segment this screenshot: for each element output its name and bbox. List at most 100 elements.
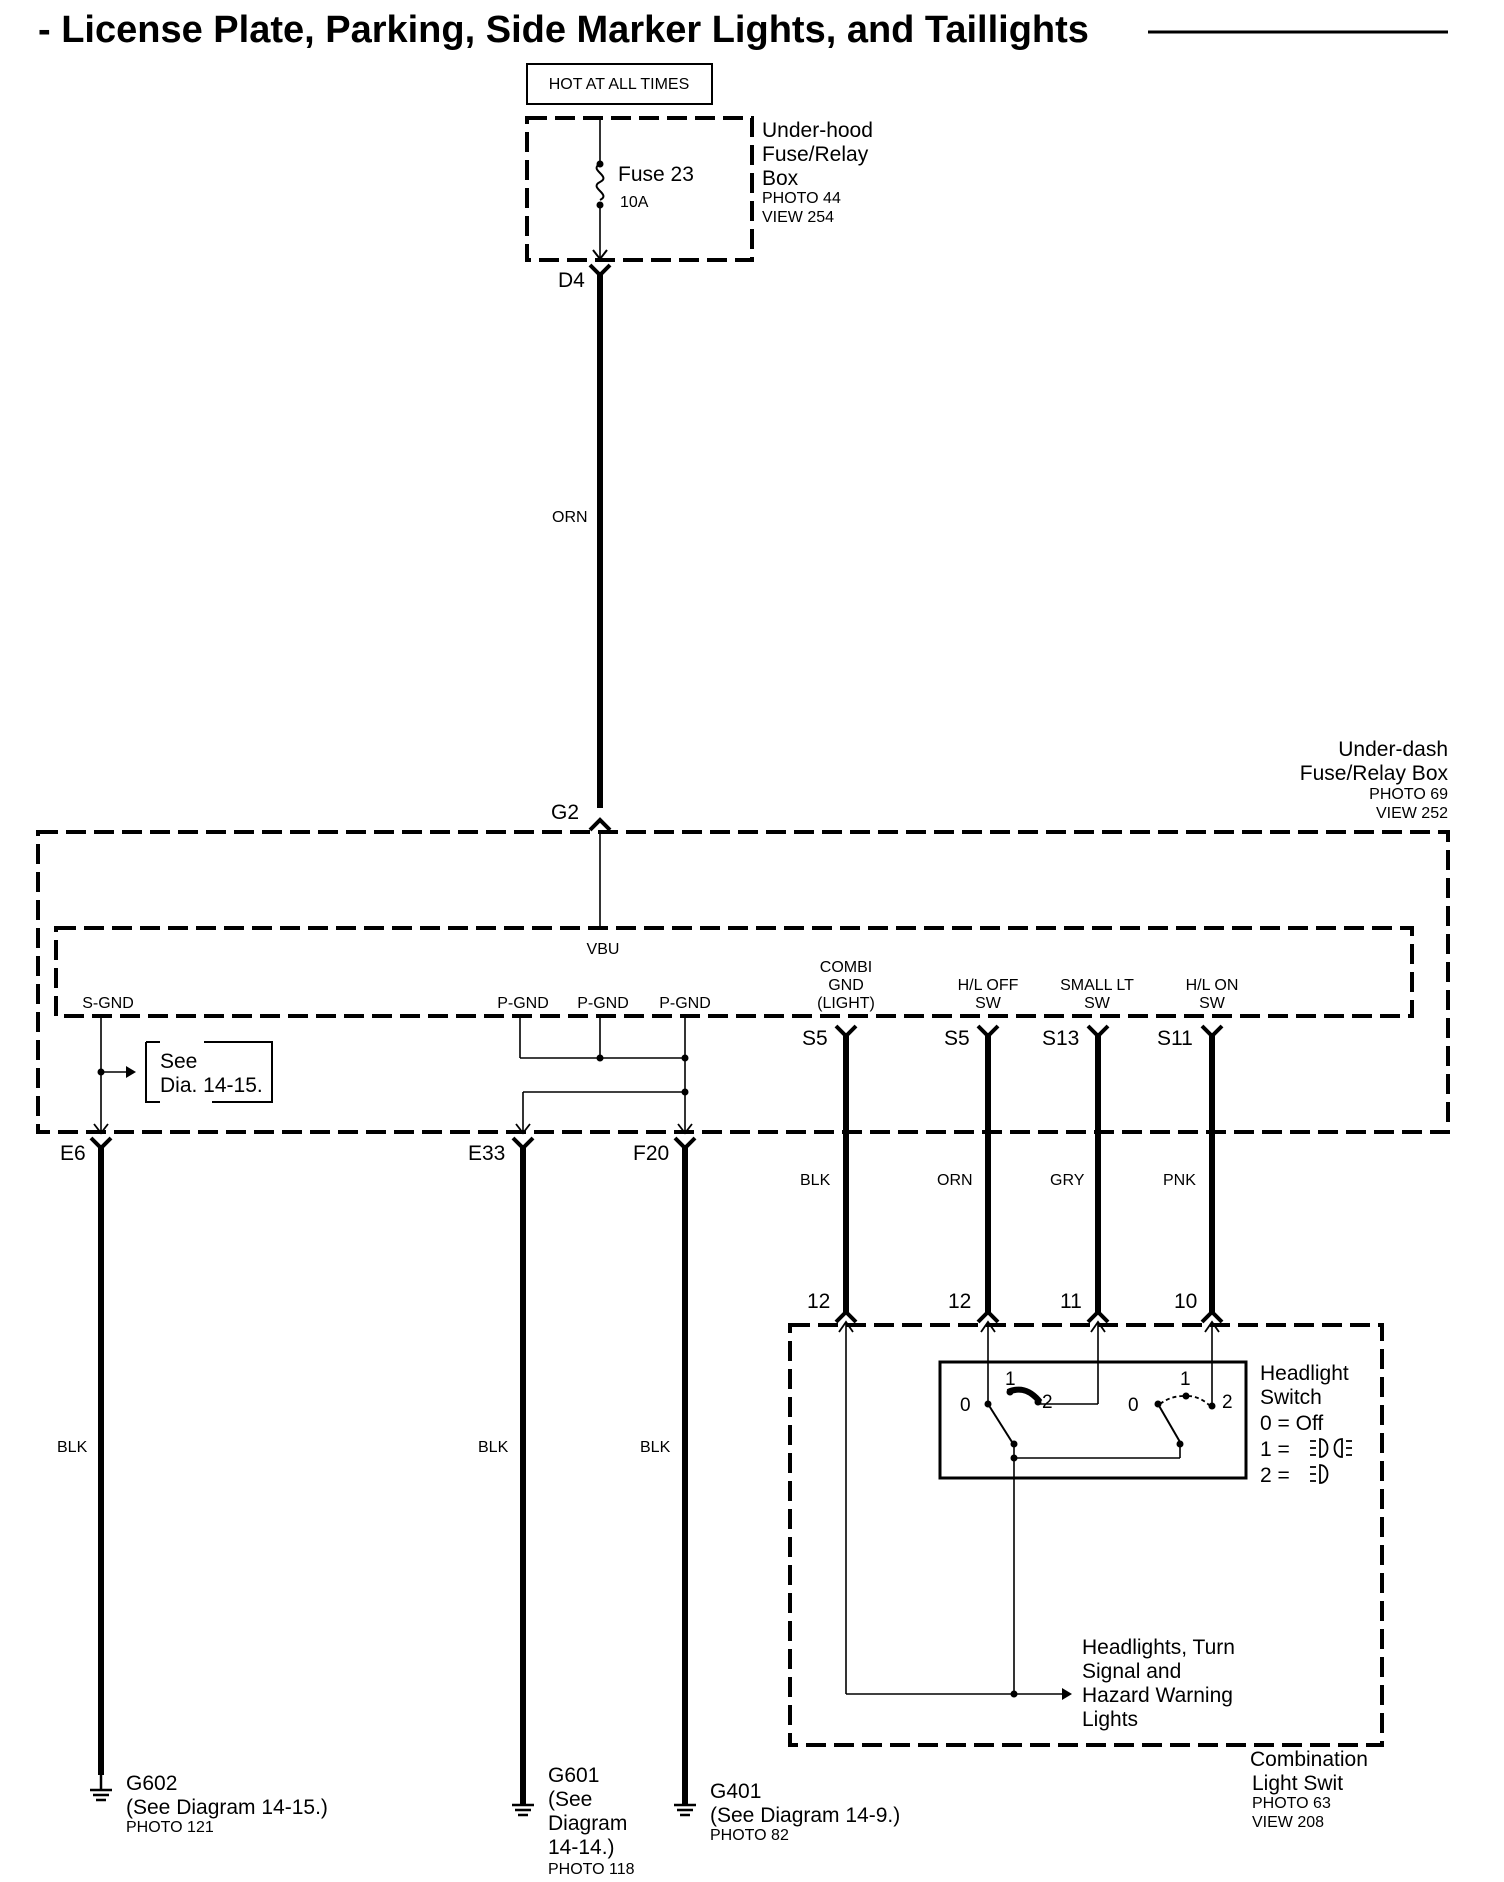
ground-g401-note: (See Diagram 14-9.) <box>710 1804 900 1827</box>
ground-g601-note-1: (See <box>548 1788 592 1811</box>
gnd-bottom-junction <box>1010 1690 1018 1698</box>
connector-g2: G2 <box>551 801 579 824</box>
power-label: HOT AT ALL TIMES <box>549 76 690 93</box>
blk-wire-f20-label: BLK <box>640 1439 671 1456</box>
ground-g602-photo: PHOTO 121 <box>126 1819 214 1836</box>
pin-11: 11 <box>1060 1290 1082 1313</box>
connector-d4: D4 <box>558 269 585 292</box>
switch-a-pos-0: 0 <box>960 1395 971 1416</box>
headlight-legend-2: 2 = <box>1260 1464 1290 1487</box>
fuse-symbol <box>595 163 605 201</box>
ground-g602-note: (See Diagram 14-15.) <box>126 1796 328 1819</box>
e33-inner-arrow <box>515 1123 531 1135</box>
pin-12-combi-terminal <box>834 1309 858 1324</box>
switch-a-pos-2: 2 <box>1042 1392 1053 1413</box>
headlight-switch-title-2: Switch <box>1260 1386 1322 1409</box>
switch-common-junction-a <box>1010 1454 1018 1462</box>
combi-label-2: GND <box>828 977 864 994</box>
p-gnd-junction-3 <box>681 1088 689 1096</box>
underdash-fuse-box <box>36 830 1450 1134</box>
hl-turn-ref-text-2: Signal and <box>1082 1660 1181 1683</box>
hl-on-label-1: H/L ON <box>1186 977 1239 994</box>
headlight-switch-title-1: Headlight <box>1260 1362 1349 1385</box>
hl-off-inner-arrow <box>980 1320 996 1333</box>
combination-photo: PHOTO 63 <box>1252 1795 1331 1812</box>
pin-10-terminal <box>1200 1309 1224 1324</box>
fuse-rating: 10A <box>620 194 649 211</box>
s-gnd-label: S-GND <box>82 995 134 1012</box>
combination-label-2: Light Swit <box>1252 1772 1343 1795</box>
fuse-arrow <box>592 249 608 261</box>
ground-g601-photo: PHOTO 118 <box>548 1861 635 1878</box>
underdash-inner-module <box>54 926 1414 1018</box>
p-gnd-label-1: P-GND <box>497 995 549 1012</box>
p-gnd-label-2: P-GND <box>577 995 629 1012</box>
see-ref-arrow <box>126 1066 136 1078</box>
fuse-dot-top <box>596 160 604 168</box>
connector-s13: S13 <box>1042 1027 1079 1050</box>
switch-b-pos-2: 2 <box>1222 1392 1233 1413</box>
underhood-view: VIEW 254 <box>762 209 834 226</box>
connector-s5-combi: S5 <box>802 1027 828 1050</box>
pin-11-terminal <box>1086 1309 1110 1324</box>
hl-turn-ref-text-3: Hazard Warning <box>1082 1684 1233 1707</box>
connector-s11: S11 <box>1157 1027 1193 1050</box>
small-lt-label-2: SW <box>1084 995 1111 1012</box>
ground-g401-label: G401 <box>710 1780 761 1803</box>
underdash-label-1: Under-dash <box>1338 738 1448 761</box>
hl-turn-ref-text-4: Lights <box>1082 1708 1138 1731</box>
pnk-wire-hl-on-label: PNK <box>1163 1172 1196 1189</box>
switch-b-contacts <box>1154 1392 1216 1448</box>
underdash-photo: PHOTO 69 <box>1369 786 1448 803</box>
ground-g601-note-2: Diagram <box>548 1812 627 1835</box>
see-ref-text-1: See <box>160 1050 197 1073</box>
underhood-fuse-box <box>525 116 754 262</box>
pin-12-hl-off: 12 <box>948 1290 971 1313</box>
hl-turn-ref-arrow <box>1062 1688 1072 1700</box>
diagram-title: - License Plate, Parking, Side Marker Li… <box>38 9 1089 51</box>
underdash-view: VIEW 252 <box>1376 805 1448 822</box>
fuse-name: Fuse 23 <box>618 163 694 186</box>
headlight-legend-0: 0 = Off <box>1260 1412 1323 1435</box>
blk-wire-e33-label: BLK <box>478 1439 509 1456</box>
p-gnd-junction-2 <box>681 1054 689 1062</box>
combi-inner-arrow <box>838 1320 854 1333</box>
ground-g401-photo: PHOTO 82 <box>710 1827 789 1844</box>
ground-icon-g602 <box>90 1775 112 1802</box>
blk-wire-e6-label: BLK <box>57 1439 88 1456</box>
blk-wire-combi-label: BLK <box>800 1172 831 1189</box>
connector-e33: E33 <box>468 1142 505 1165</box>
pin-12-hl-off-terminal <box>976 1309 1000 1324</box>
combination-label-1: Combination <box>1250 1748 1368 1771</box>
switch-a-contacts <box>984 1386 1043 1448</box>
underhood-label-3: Box <box>762 167 799 190</box>
pin-10: 10 <box>1174 1290 1197 1313</box>
combination-switch-box <box>788 1323 1384 1747</box>
switch-a-pos-1: 1 <box>1005 1369 1016 1390</box>
small-lt-label-1: SMALL LT <box>1060 977 1134 994</box>
f20-inner-arrow <box>677 1123 693 1135</box>
headlight-switch-box <box>938 1360 1248 1480</box>
connector-e6: E6 <box>60 1142 86 1165</box>
connector-s5-hl-off: S5 <box>944 1027 970 1050</box>
ground-icon-g401 <box>674 1803 696 1817</box>
ground-g602-label: G602 <box>126 1772 177 1795</box>
ground-g601-label: G601 <box>548 1764 599 1787</box>
pin-12-combi: 12 <box>807 1290 830 1313</box>
power-label-box <box>526 63 713 105</box>
small-lt-inner-arrow <box>1090 1320 1106 1333</box>
see-ref-text-2: Dia. 14-15. <box>160 1074 263 1097</box>
orn-main-wire-label: ORN <box>552 509 588 526</box>
ground-g601-note-3: 14-14.) <box>548 1836 615 1859</box>
parking-lights-icon <box>1310 1438 1352 1458</box>
e6-inner-arrow <box>93 1123 109 1135</box>
hl-off-label-1: H/L OFF <box>958 977 1019 994</box>
hl-on-inner-arrow <box>1204 1320 1220 1333</box>
underhood-photo: PHOTO 44 <box>762 190 841 207</box>
combi-label-3: (LIGHT) <box>817 995 875 1012</box>
underhood-label-2: Fuse/Relay <box>762 143 869 166</box>
hl-turn-ref-text-1: Headlights, Turn <box>1082 1636 1235 1659</box>
g2-terminal <box>588 817 612 832</box>
hl-on-label-2: SW <box>1199 995 1226 1012</box>
